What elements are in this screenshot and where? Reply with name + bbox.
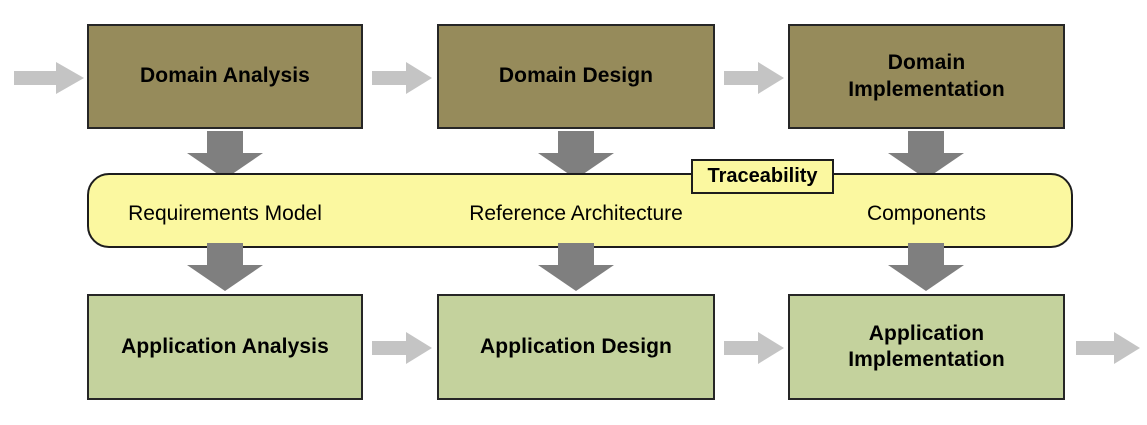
box-application-design[interactable]: Application Design — [437, 294, 715, 400]
arrow-application-design-to-implementation — [724, 332, 784, 364]
asset-label-reference-architecture: Reference Architecture — [469, 202, 683, 225]
arrow-reference-architecture-to-application-design — [538, 243, 614, 291]
arrow-domain-analysis-to-requirements-model — [187, 131, 263, 179]
box-application-analysis[interactable]: Application Analysis — [87, 294, 363, 400]
process-entry-arrow — [14, 62, 84, 94]
arrow-domain-implementation-to-components — [888, 131, 964, 179]
arrow-domain-design-to-reference-architecture — [538, 131, 614, 179]
asset-label-components: Components — [866, 202, 987, 225]
arrow-domain-design-to-implementation — [724, 62, 784, 94]
arrow-domain-analysis-to-design — [372, 62, 432, 94]
traceability-tag-label: Traceability — [707, 165, 818, 187]
box-domain-implementation[interactable]: Domain Implementation — [788, 24, 1065, 129]
arrow-components-to-application-implementation — [888, 243, 964, 291]
traceability-tag[interactable]: Traceability — [691, 159, 834, 194]
arrow-requirements-model-to-application-analysis — [187, 243, 263, 291]
box-domain-design[interactable]: Domain Design — [437, 24, 715, 129]
box-domain-analysis[interactable]: Domain Analysis — [87, 24, 363, 129]
asset-label-requirements-model: Requirements Model — [128, 202, 322, 225]
process-exit-arrow — [1076, 332, 1140, 364]
box-domain-implementation-label: Domain Implementation — [848, 51, 1005, 101]
box-domain-design-label: Domain Design — [498, 64, 654, 88]
box-application-analysis-label: Application Analysis — [121, 334, 329, 358]
box-domain-analysis-label: Domain Analysis — [140, 64, 310, 88]
core-asset-band — [87, 173, 1073, 248]
box-application-implementation[interactable]: Application Implementation — [788, 294, 1065, 400]
arrow-application-analysis-to-design — [372, 332, 432, 364]
box-application-design-label: Application Design — [480, 334, 672, 358]
box-application-implementation-label: Application Implementation — [848, 321, 1005, 371]
